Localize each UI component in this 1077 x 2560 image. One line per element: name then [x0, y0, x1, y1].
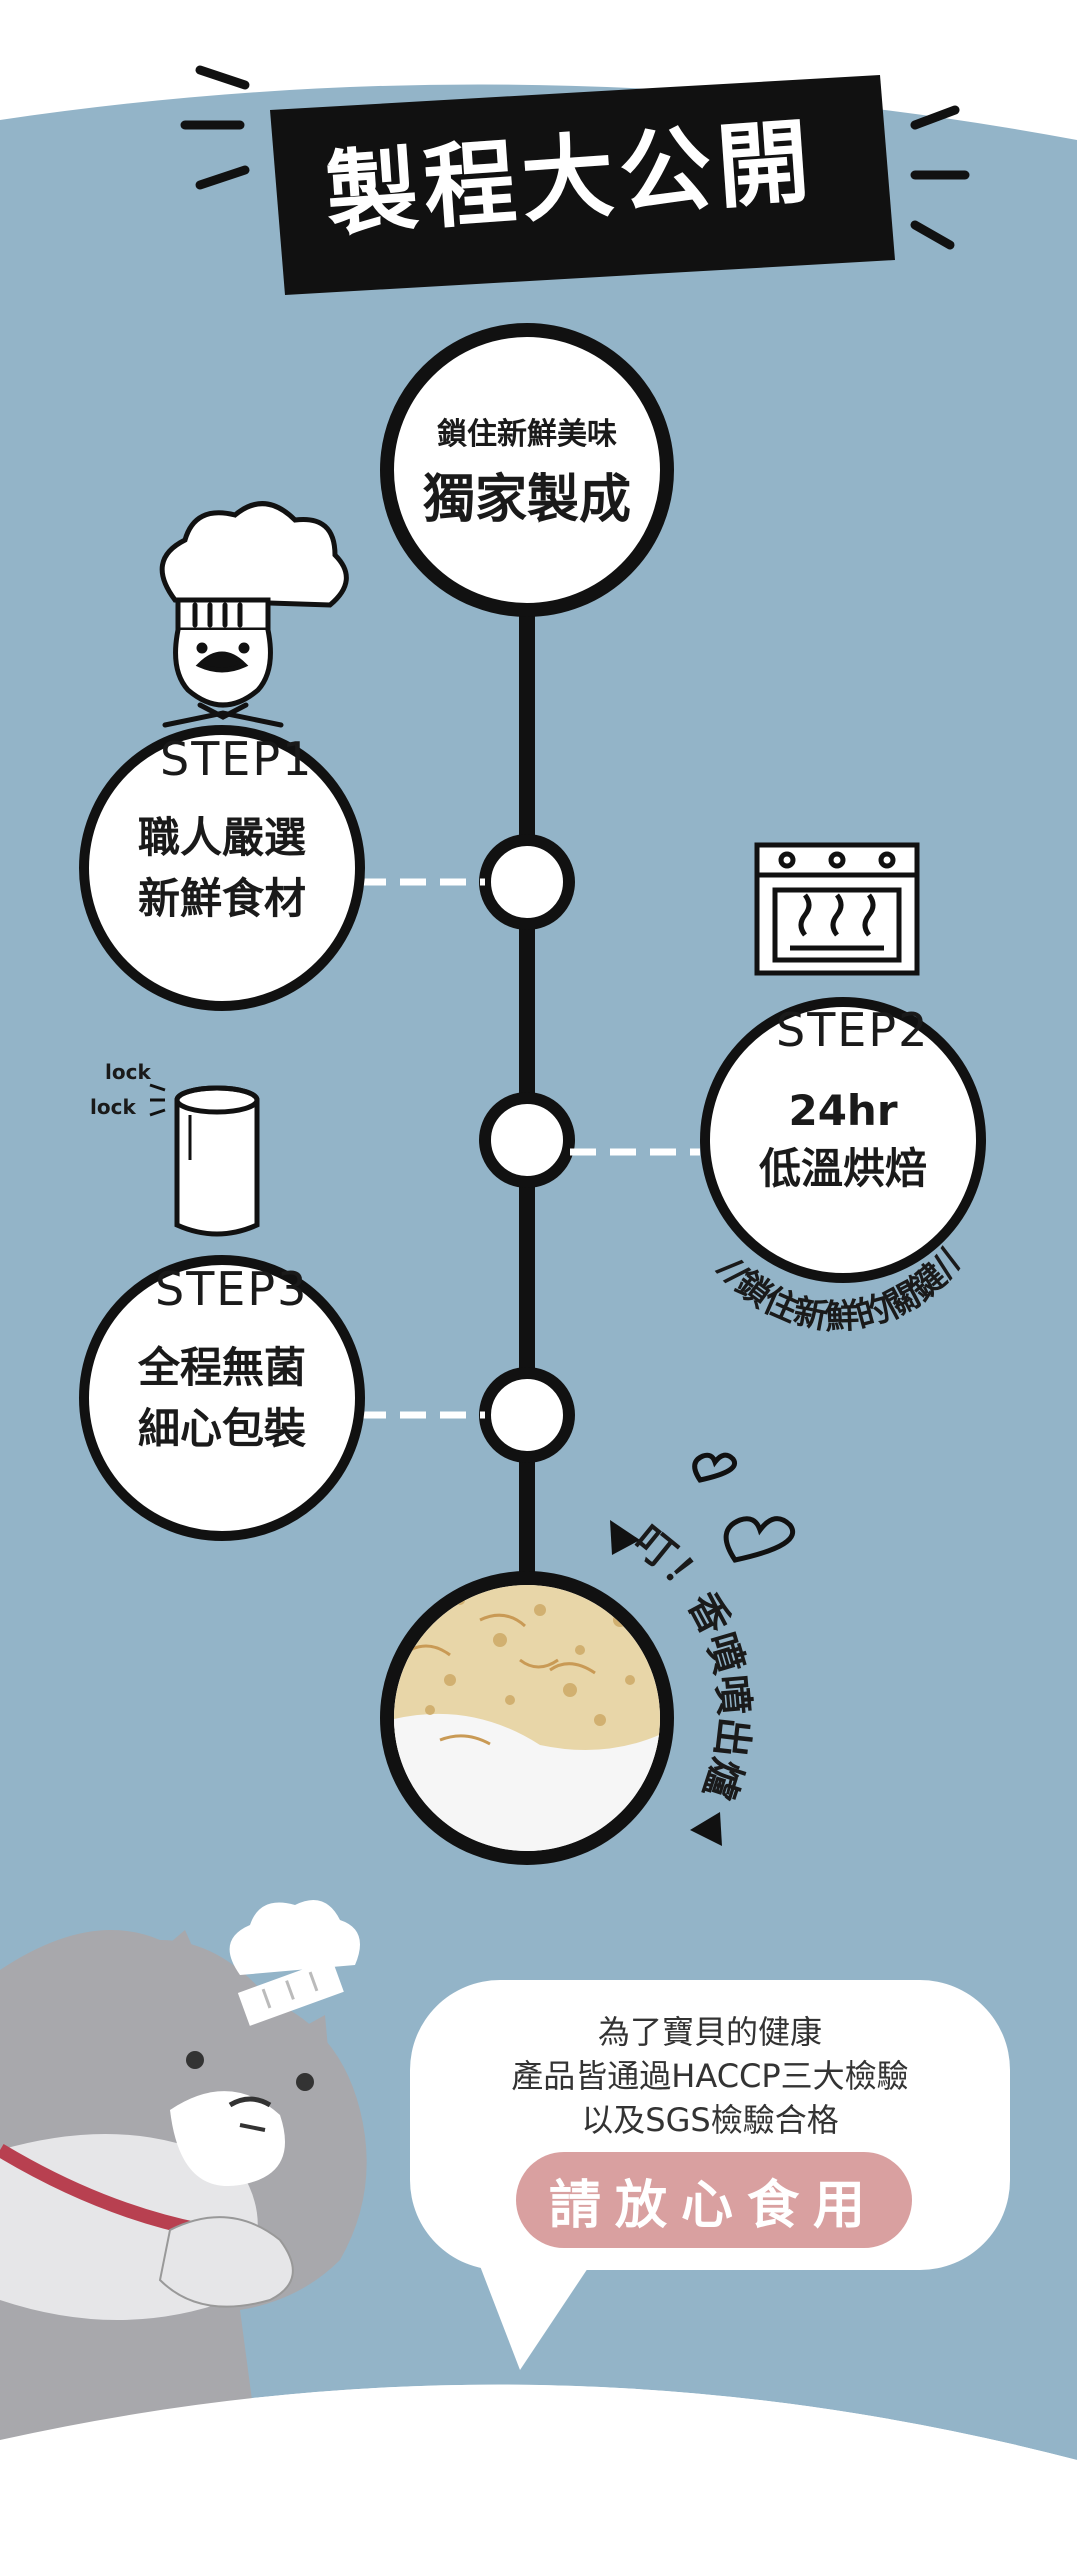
step1-circle: [79, 725, 365, 1011]
title-banner: [180, 65, 970, 295]
step2-text: 24hr 低溫烘焙: [721, 1066, 965, 1216]
top-circle-line1: 鎖住新鮮美味: [437, 416, 617, 452]
top-circle-text: 鎖住新鮮美味 獨家製成: [387, 330, 667, 610]
lock-text-1: lock: [105, 1060, 151, 1084]
oven-icon: [754, 842, 920, 976]
chef-icon: [159, 501, 349, 728]
bubble-line2: 產品皆通過HACCP三大檢驗: [511, 2057, 909, 2095]
bubble-line1: 為了寶貝的健康: [597, 2013, 822, 2051]
step2-line1: 24hr: [788, 1086, 898, 1135]
bottom-wave: [0, 2384, 1077, 2560]
bubble-text: 為了寶貝的健康 產品皆通過HACCP三大檢驗 以及SGS檢驗合格: [430, 2010, 990, 2142]
step2-line2: 低溫烘焙: [758, 1144, 927, 1193]
step3-label: STEP3: [155, 1262, 309, 1316]
step1-label: STEP1: [160, 732, 314, 786]
step3-line1: 全程無菌: [137, 1343, 306, 1392]
top-circle: [380, 323, 674, 617]
step3-circle: [79, 1255, 365, 1541]
top-circle-line2: 獨家製成: [422, 469, 631, 530]
step1-line1: 職人嚴選: [137, 813, 306, 862]
step2-circle: [700, 997, 986, 1283]
step3-text: 全程無菌 細心包裝: [100, 1320, 344, 1470]
cat-mascot-icon: [0, 1900, 367, 2460]
timeline-node-3: [479, 1367, 575, 1463]
timeline-node-1: [479, 834, 575, 930]
lock-text-2: lock: [90, 1095, 136, 1119]
safe-to-eat-badge: 請放心食用: [516, 2152, 912, 2248]
timeline-node-2: [479, 1092, 575, 1188]
can-icon: [149, 1083, 260, 1237]
step2-label: STEP2: [776, 1003, 930, 1057]
food-circle: [380, 1571, 674, 1865]
step3-line2: 細心包裝: [137, 1404, 306, 1453]
bubble-line3: 以及SGS檢驗合格: [581, 2101, 839, 2139]
step1-line2: 新鮮食材: [137, 874, 306, 923]
heart-icon: [692, 1452, 796, 1563]
step1-text: 職人嚴選 新鮮食材: [100, 790, 344, 940]
